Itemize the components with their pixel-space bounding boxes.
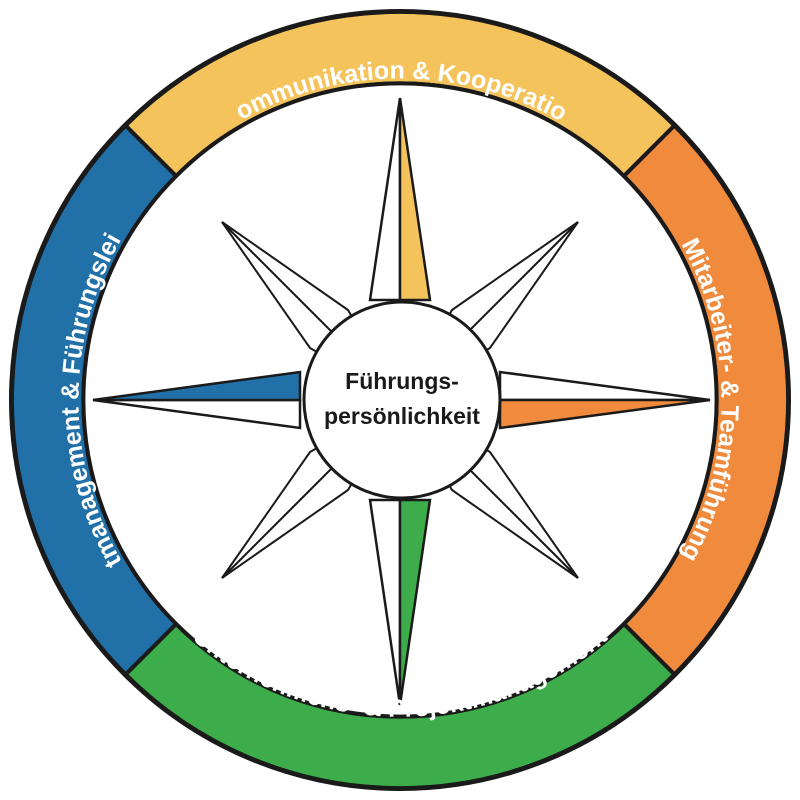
star-west-colored — [92, 370, 302, 402]
cardinal-star-points — [92, 97, 711, 706]
star-north-colored — [398, 97, 432, 302]
star-south-colored — [398, 498, 432, 706]
center-circle — [302, 300, 502, 500]
center-label-line2: persönlichkeit — [324, 403, 480, 429]
center-label-line1: Führungs- — [345, 368, 459, 394]
